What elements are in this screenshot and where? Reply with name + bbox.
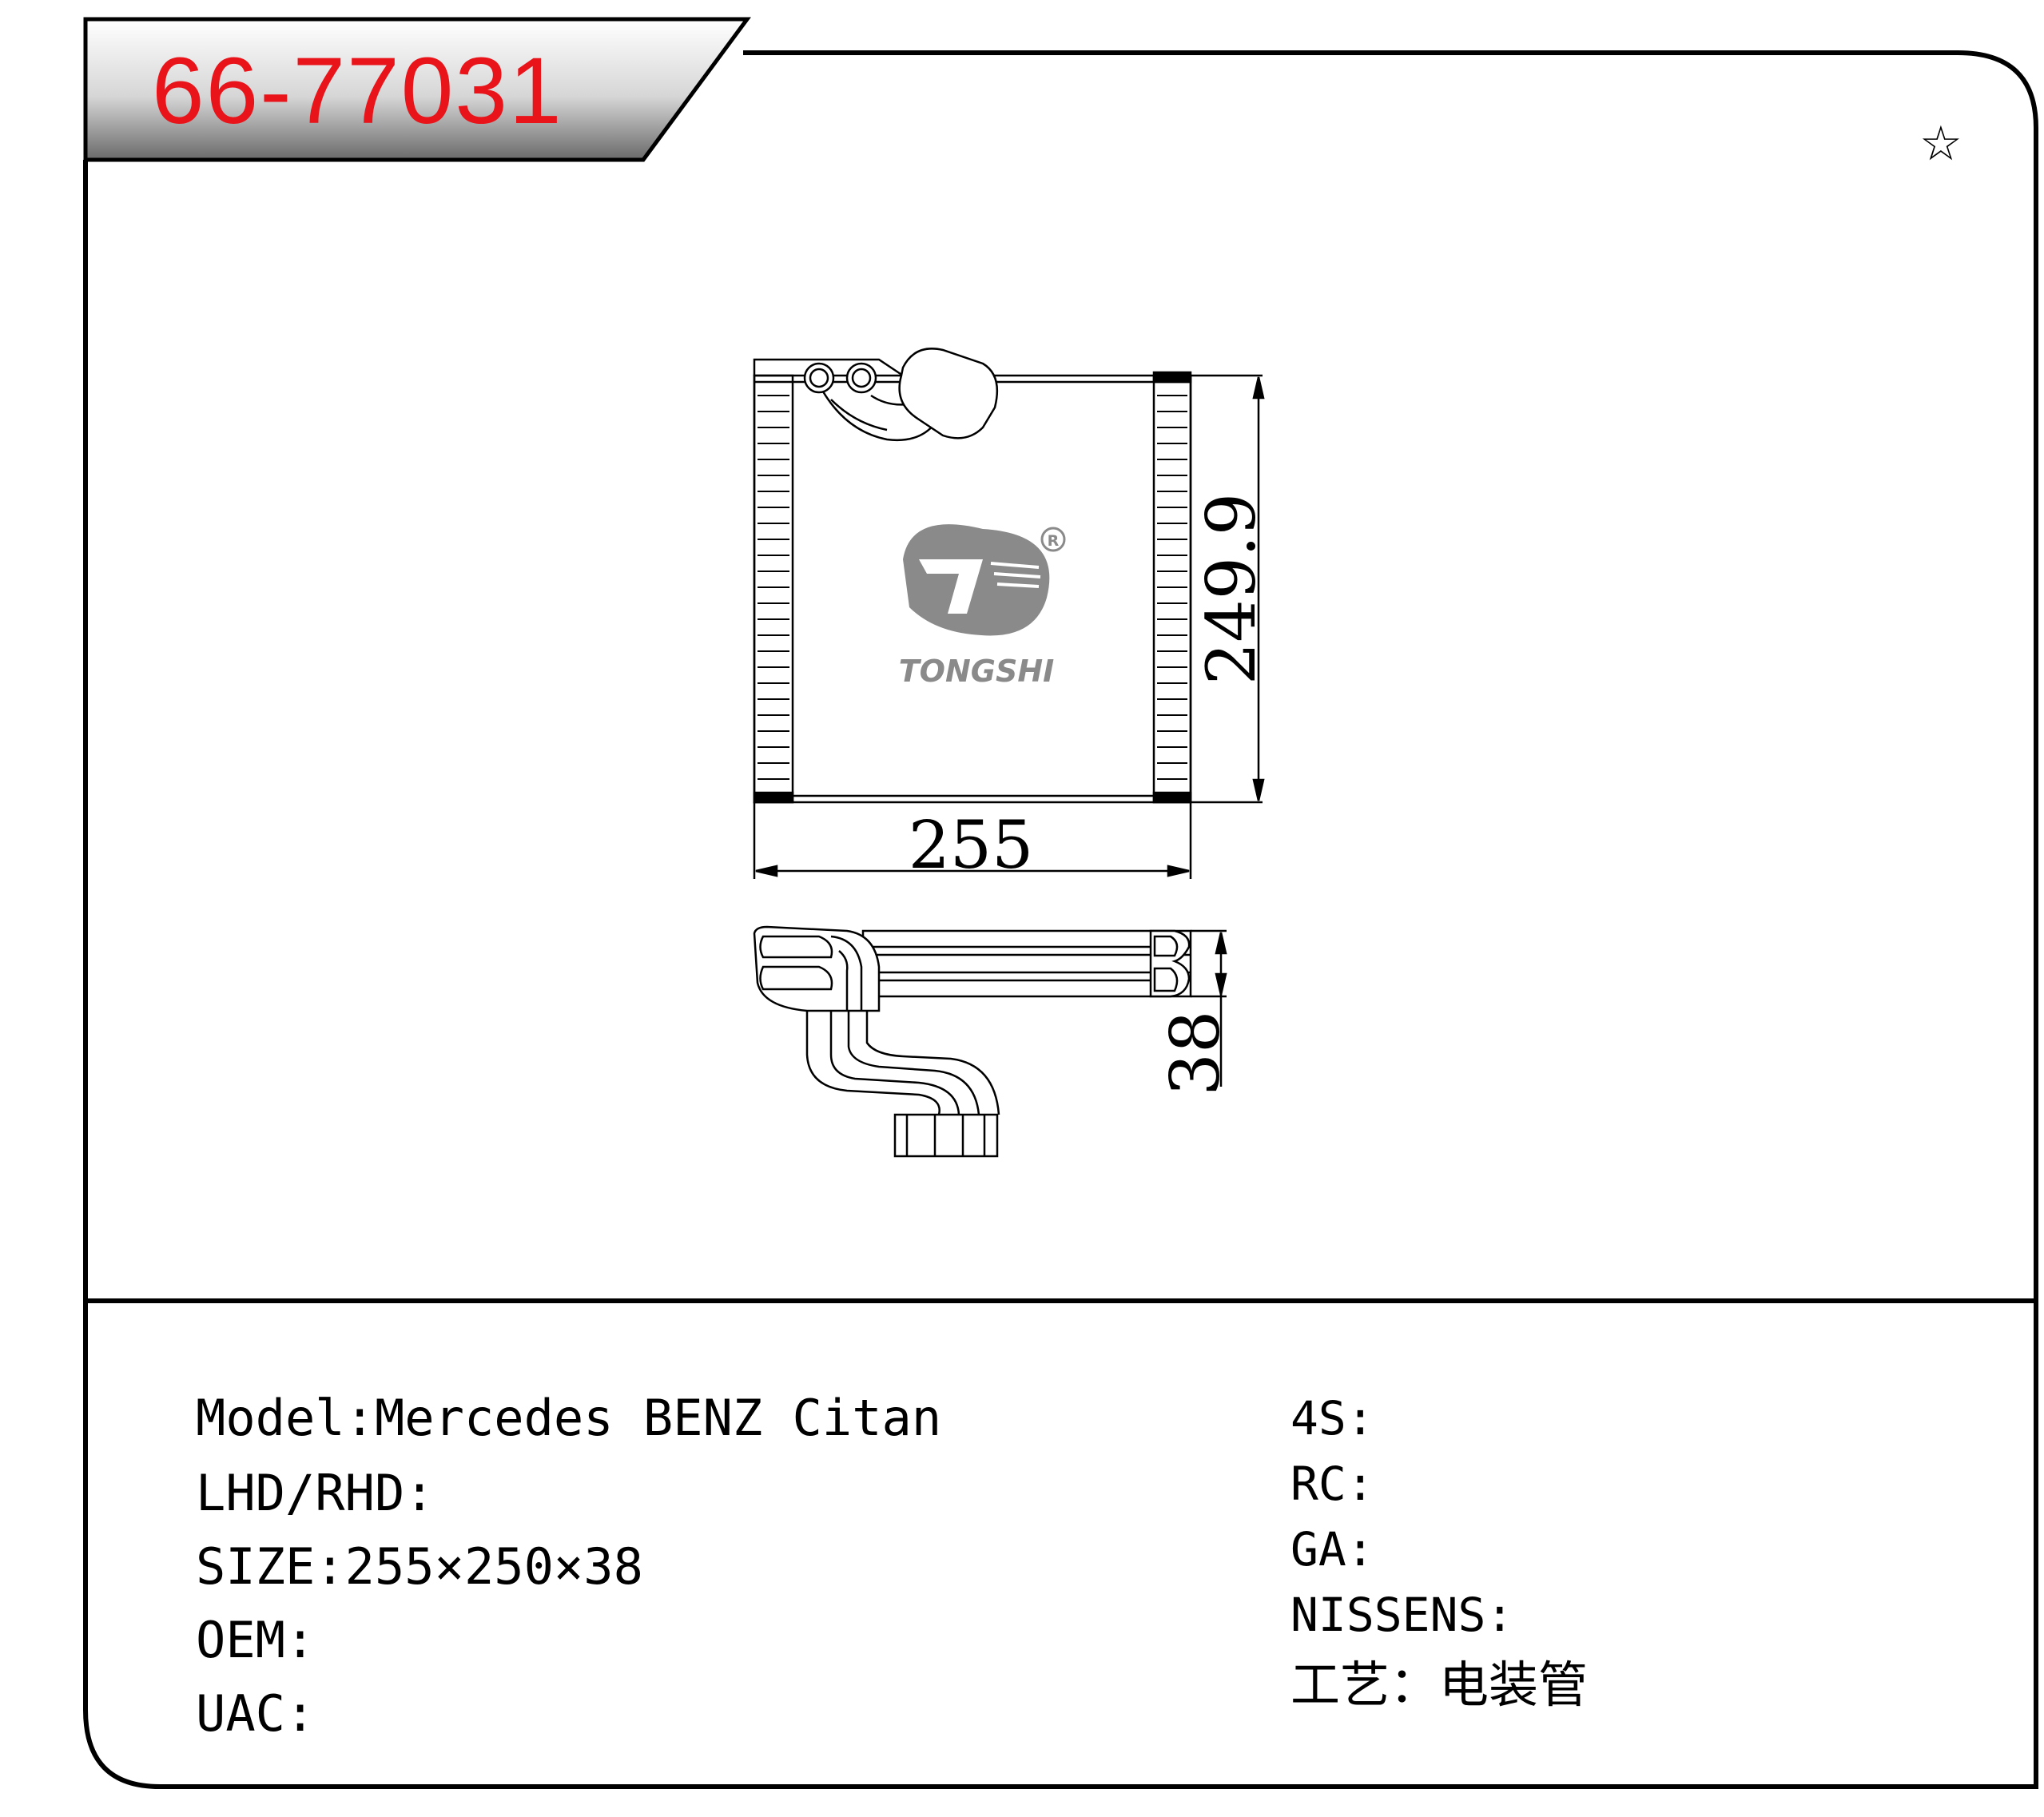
dimension-width [753,802,1192,879]
spec-label: 4S: [1290,1391,1374,1445]
dimension-width-label: 255 [909,808,1034,884]
spec-label: RC: [1290,1457,1374,1511]
spec-4s: 4S: [1290,1395,1374,1441]
logo-registered-mark: R [1048,532,1060,550]
dimension-depth-label: 38 [1156,1011,1235,1096]
outer-frame [83,50,2038,1789]
part-number-tab [83,17,751,162]
spec-label: UAC: [196,1684,316,1743]
spec-uac: UAC: [196,1689,315,1739]
spec-label: OEM: [196,1611,316,1669]
spec-value: 电装管 [1439,1656,1589,1714]
spec-label: GA: [1290,1522,1374,1576]
spec-value: 255×250×38 [344,1537,643,1596]
evaporator-front-view [753,348,1192,804]
tongshi-logo: R TONGSHI [899,524,1066,689]
logo-text: TONGSHI [899,654,1055,689]
spec-label: SIZE: [196,1537,345,1596]
spec-rc: RC: [1290,1461,1374,1507]
dimension-height [1191,374,1265,804]
spec-label: Model: [196,1389,375,1447]
dimension-depth [1191,929,1227,1087]
evaporator-side-view [753,925,1192,1158]
spec-process: 工艺：电装管 [1290,1660,1588,1710]
spec-lhd-rhd: LHD/RHD: [196,1469,435,1518]
star-outline-icon: ☆ [1919,116,1962,172]
spec-label: LHD/RHD: [196,1464,435,1522]
part-number: 66-77031 [152,38,563,144]
spec-nissens: NISSENS: [1290,1592,1513,1638]
spec-size: SIZE:255×250×38 [196,1542,643,1592]
spec-oem: OEM: [196,1616,315,1665]
spec-ga: GA: [1290,1526,1374,1572]
dimension-height-label: 249.9 [1192,493,1271,685]
spec-label: NISSENS: [1290,1588,1514,1642]
spec-model: Model:Mercedes BENZ Citan [196,1394,941,1443]
spec-value: Mercedes BENZ Citan [374,1389,942,1447]
spec-label: 工艺： [1290,1656,1440,1714]
